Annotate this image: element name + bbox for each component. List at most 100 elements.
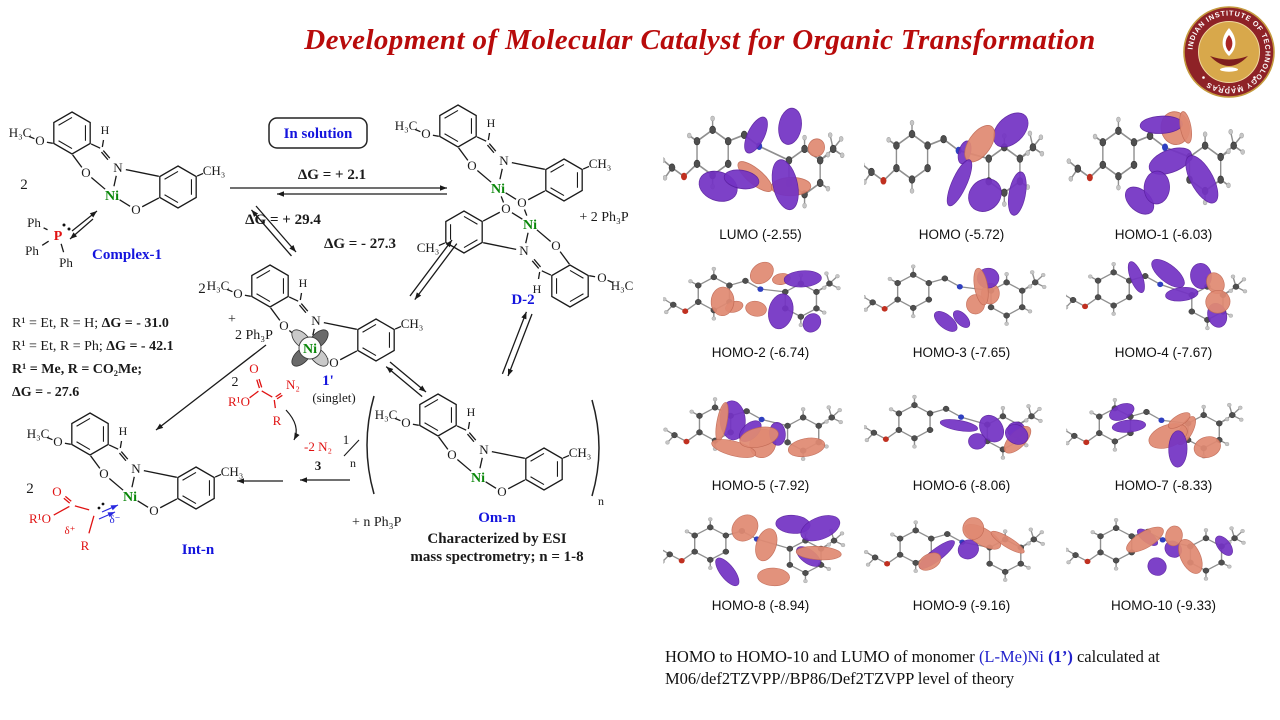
n-atom: N — [499, 153, 509, 168]
h-atom: H — [299, 276, 308, 290]
orbital-label: HOMO-1 (-6.03) — [1114, 227, 1213, 242]
o-atom: O — [149, 503, 158, 518]
coefficient-2: 2 — [232, 375, 239, 390]
orbital-isosurface — [1125, 111, 1219, 215]
orbital-isosurface — [939, 414, 1032, 454]
n2-label: N₂ — [286, 377, 300, 392]
caption-text: HOMO to HOMO-10 and LUMO of monomer — [665, 647, 979, 666]
orbital-isosurface — [918, 517, 1025, 571]
molecule-skeleton — [864, 264, 1047, 326]
ni-atom: Ni — [491, 182, 505, 197]
int-n-label: Int-n — [182, 542, 215, 558]
molecule-skeleton — [1066, 116, 1245, 206]
ni-atom: Ni — [523, 218, 537, 233]
orbital-isosurface — [710, 261, 822, 333]
esi-line1: Characterized by ESI — [427, 531, 566, 547]
orbital-image — [1066, 518, 1246, 581]
n-subscript: n — [598, 494, 604, 508]
h-atom: H — [533, 282, 542, 296]
caption-compound-number: (1’) — [1044, 647, 1073, 666]
n-atom: N — [131, 461, 141, 476]
n-atom: N — [311, 313, 321, 328]
methoxy-label: H₃C — [611, 278, 634, 293]
plus-2ph3p-label: + 2 Ph₃P — [579, 210, 629, 225]
dg-mid-label: ΔG = - 27.3 — [324, 236, 396, 252]
ni-atom: Ni — [303, 342, 317, 357]
h-atom: H — [487, 116, 496, 130]
methyl-label: CH₃ — [401, 316, 424, 331]
coefficient-2: 2 — [26, 481, 34, 497]
page-title: Development of Molecular Catalyst for Or… — [304, 24, 1096, 56]
orbital-label: HOMO (-5.72) — [918, 227, 1005, 242]
complex-1-label: Complex-1 — [92, 247, 162, 263]
ni-atom: Ni — [123, 490, 137, 505]
h-atom: H — [119, 424, 128, 438]
orbital-image — [663, 261, 841, 333]
o-atom: O — [249, 361, 258, 376]
fraction-numerator: 1 — [343, 432, 350, 447]
caption-compound: (L-Me)Ni — [978, 647, 1044, 666]
p-atom: P — [54, 229, 63, 244]
dg-results-block: R¹ = Et, R = H; ΔG = - 31.0R¹ = Et, R = … — [12, 316, 174, 400]
reaction-arrows: -2 N₂3 — [155, 344, 350, 484]
methyl-label: CH₃ — [569, 445, 592, 460]
orbital-image — [1066, 259, 1248, 331]
dg-result-line: R¹ = Me, R = CO₂Me; — [12, 362, 142, 377]
caption-line2: M06/def2TZVPP//BP86/Def2TZVPP level of t… — [665, 669, 1015, 688]
one-prime-label: 1' — [322, 373, 334, 389]
coefficient-2: 2 — [20, 177, 28, 193]
o-atom: O — [597, 270, 606, 285]
orbital-isosurface — [698, 107, 825, 211]
methoxy-label: H₃C — [375, 407, 398, 422]
o-atom: O — [517, 195, 526, 210]
logo-lamp-icon — [1210, 28, 1248, 72]
coefficient-2: 2 — [198, 281, 206, 297]
o-atom: O — [35, 133, 44, 148]
esi-line2: mass spectrometry; n = 1-8 — [410, 549, 583, 565]
singlet-label: (singlet) — [312, 390, 355, 405]
logo-dot — [1253, 76, 1256, 79]
n-atom: N — [519, 243, 529, 258]
orbital-isosurface — [1127, 259, 1231, 328]
orbital-isosurface — [711, 400, 826, 459]
methoxy-label: H₃C — [207, 278, 230, 293]
n-atom: N — [113, 160, 123, 175]
orbital-label: HOMO-2 (-6.74) — [711, 345, 810, 360]
orbital-image — [663, 107, 845, 211]
r1o-label: R¹O — [228, 394, 250, 409]
orbital-image — [864, 264, 1047, 332]
orbital-image — [1066, 111, 1245, 215]
in-solution-label: In solution — [284, 126, 353, 142]
orbital-image — [663, 514, 846, 587]
methoxy-label: H₃C — [395, 118, 418, 133]
right-paren — [591, 399, 600, 497]
ni-atom: Ni — [105, 189, 119, 204]
orbital-label: LUMO (-2.55) — [719, 227, 802, 242]
plus-sign: + — [228, 312, 236, 327]
o-atom: O — [52, 484, 61, 499]
o-atom: O — [99, 466, 108, 481]
o-atom: O — [497, 484, 506, 499]
step-3-label: 3 — [315, 458, 322, 473]
orbital-label: HOMO-9 (-9.16) — [912, 598, 1011, 613]
o-atom: O — [501, 201, 510, 216]
ph-label: Ph — [59, 255, 73, 270]
orbital-image — [864, 112, 1045, 216]
orbital-label: HOMO-6 (-8.06) — [912, 478, 1011, 493]
n-atom: N — [479, 442, 489, 457]
dg-left-label: ΔG = + 29.4 — [245, 212, 321, 228]
methoxy-label: H₃C — [27, 426, 50, 441]
methyl-label: CH₃ — [417, 240, 440, 255]
orbital-image — [864, 394, 1043, 460]
om-n-label: Om-n — [478, 510, 516, 526]
